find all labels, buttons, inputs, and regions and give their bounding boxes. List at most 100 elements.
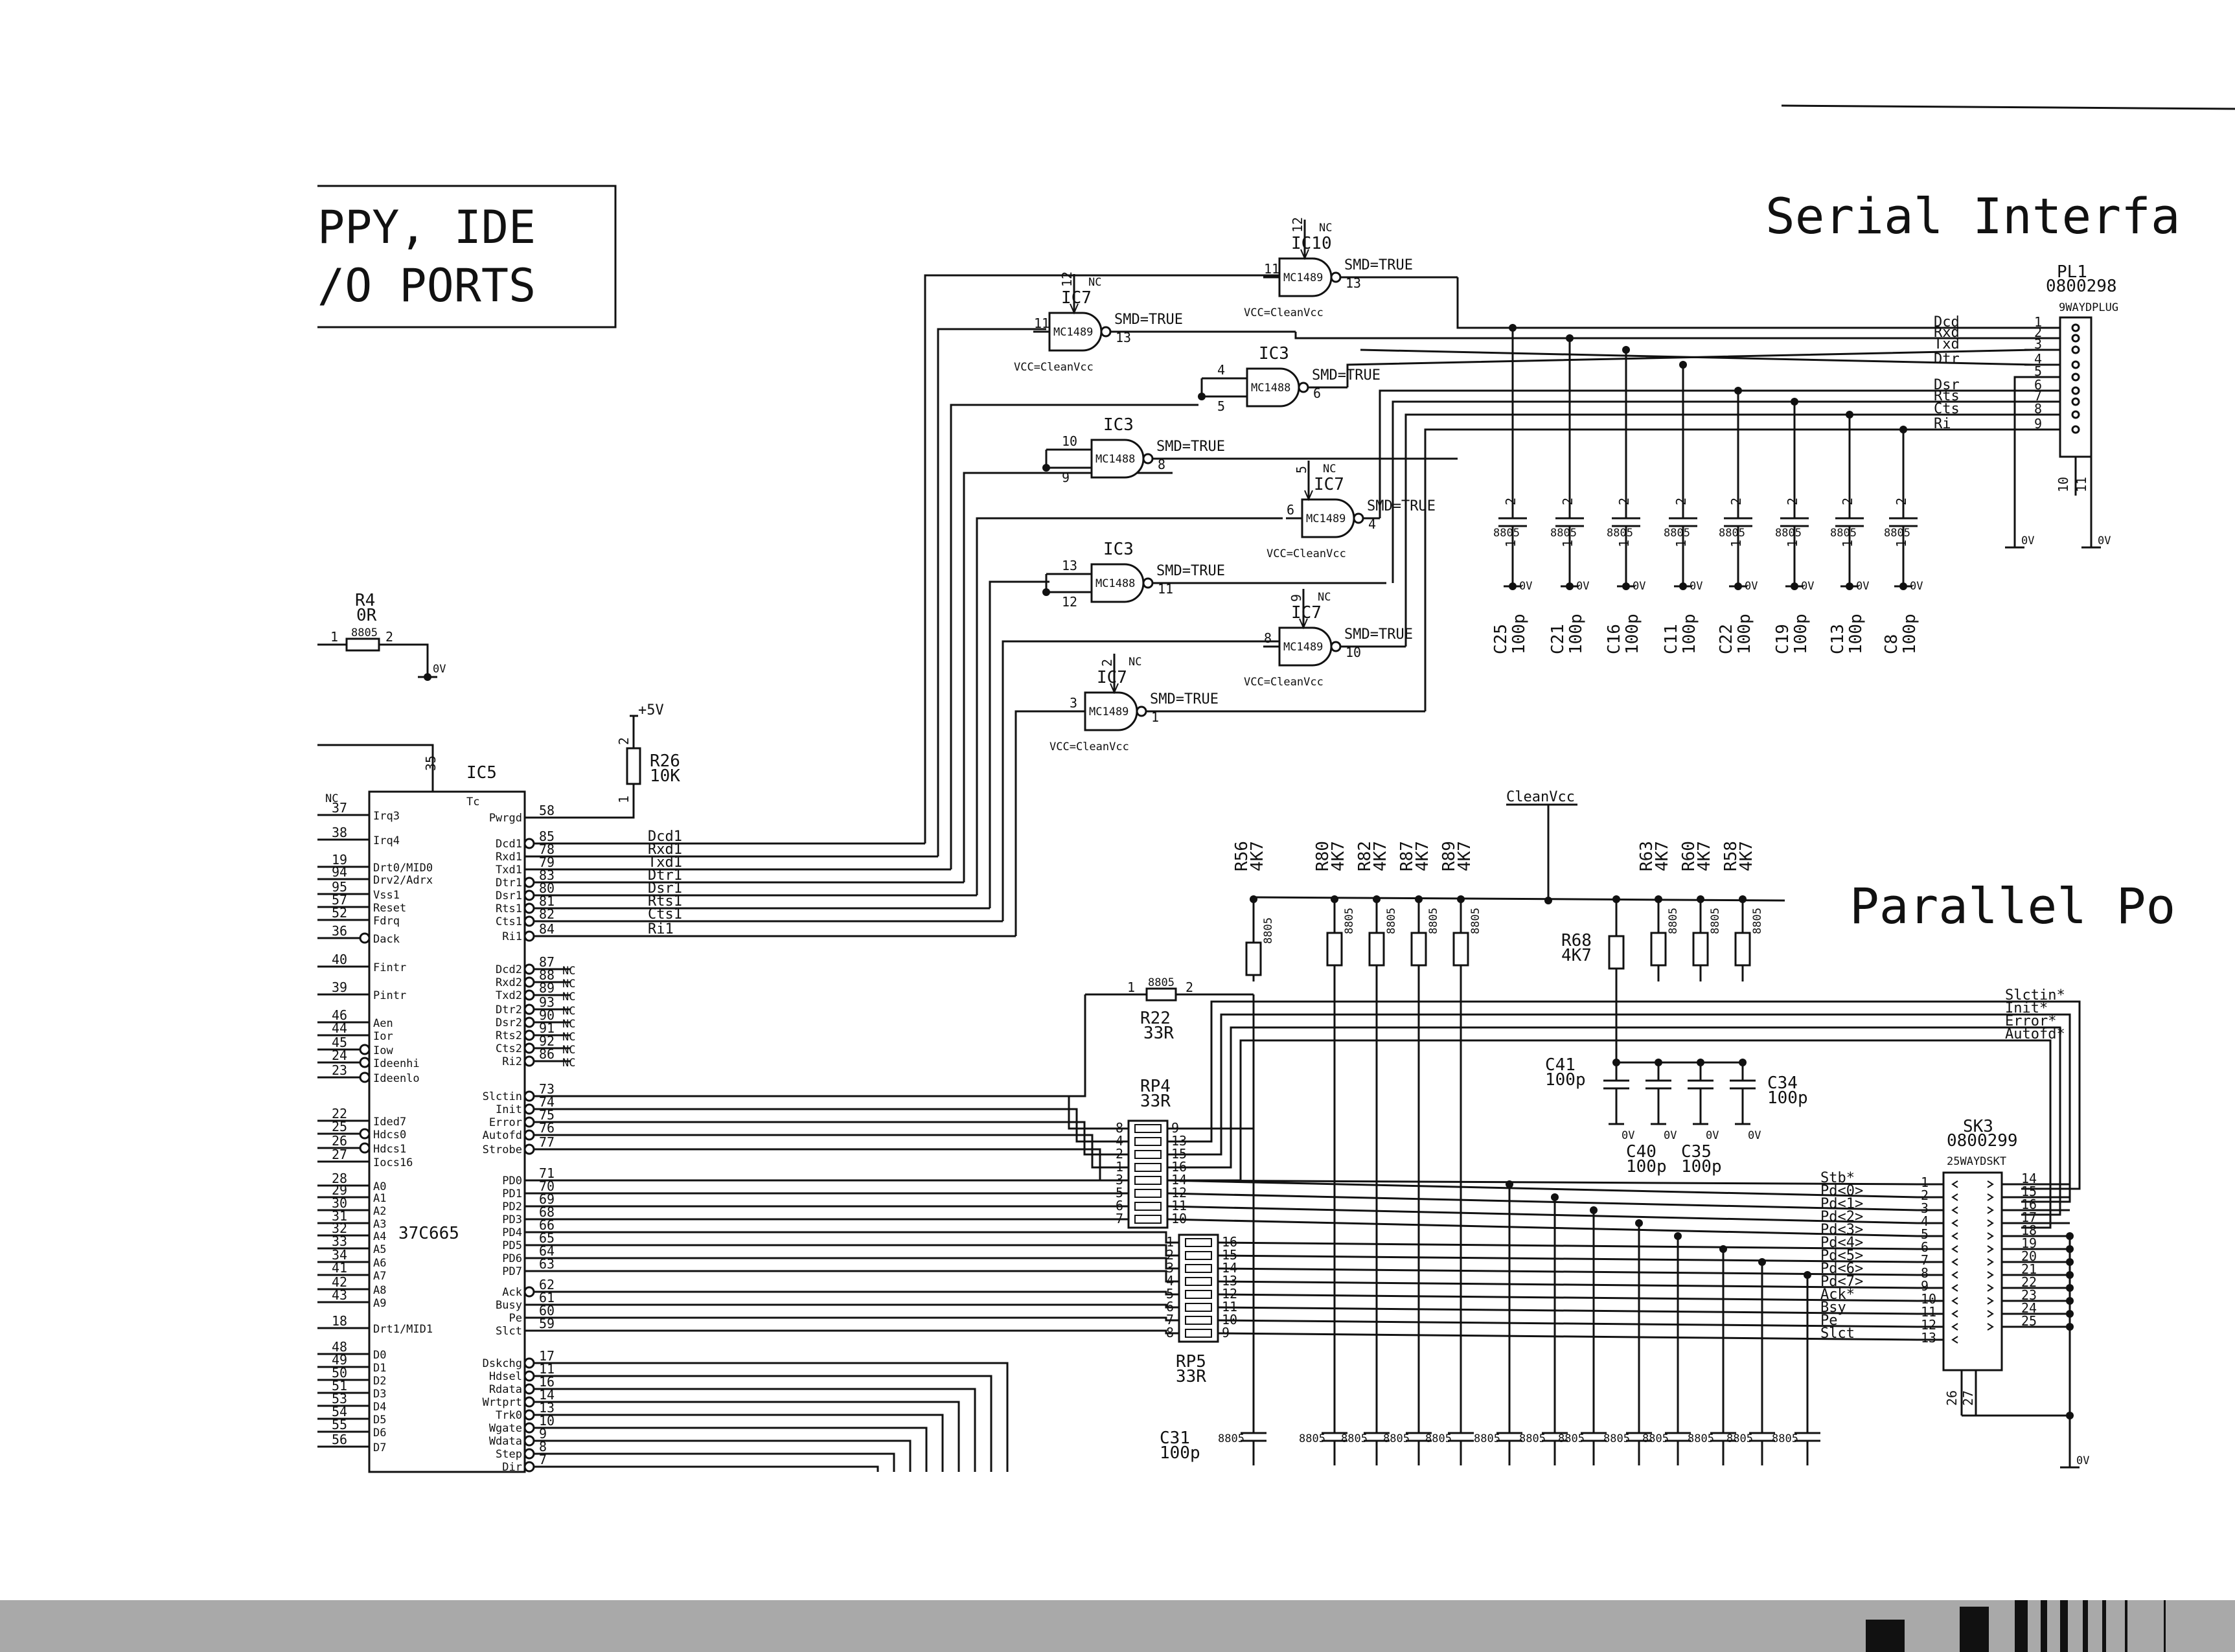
ic5-right-pin-num: 63 [539, 1256, 555, 1272]
pl1-signal-label: Txd [1934, 336, 1960, 352]
rp5-element [1185, 1251, 1212, 1260]
pl1-pin-contact [2071, 360, 2080, 369]
serial-cap-ref: C11 [1662, 624, 1681, 654]
serial-out-wire [1424, 428, 2034, 711]
ic5-left-pin-num: 57 [332, 892, 347, 908]
junction-dot [2066, 1284, 2074, 1292]
cap-code: 8805 [1664, 527, 1690, 540]
pl1-pin-num: 7 [2034, 388, 2042, 404]
gate-output-bubble [1353, 512, 1364, 524]
parallel-data-wire [1217, 1332, 1918, 1341]
section-title-parallel: Parallel Po [1850, 877, 2175, 935]
border-line [1781, 104, 2235, 110]
sk3-ref: SK3 [1963, 1117, 1993, 1136]
arrow-icon [1070, 303, 1079, 315]
ic5-left-pin-name: A1 [373, 1192, 386, 1205]
ic5-right-pin-name: Dcd2 [496, 963, 522, 976]
serial-bus-wire [963, 472, 1173, 882]
ic5-pin-bubble [523, 889, 535, 901]
pl1-ref: PL1 [2057, 262, 2087, 282]
gate-ref: IC7 [1061, 288, 1092, 308]
serial-bus-wire [989, 580, 1049, 908]
pullup-value: 4K7 [1695, 841, 1714, 871]
parallel-data-wire [1217, 1241, 1918, 1250]
ic5-left-pin-name: Ideenhi [373, 1057, 420, 1070]
ic5-left-pin-name: D2 [373, 1375, 386, 1388]
rp5-element [1185, 1329, 1212, 1338]
ic5-left-pin-num: 43 [332, 1287, 347, 1303]
serial-out-wire [1392, 400, 2034, 583]
ic5-left-pin-num: 44 [332, 1020, 347, 1036]
ic5-pin-num: 35 [423, 755, 439, 771]
ic5-pin-bubble [523, 1042, 535, 1054]
parallel-data-wire [1167, 1192, 1918, 1211]
ic5-right-pin-name: Dsr2 [496, 1016, 522, 1029]
pullup-rail [1253, 896, 1785, 902]
junction-dot [1198, 393, 1206, 400]
r22-ref: R22 [1140, 1009, 1171, 1028]
serial-bus-wire [924, 274, 1283, 843]
contact-icon [1951, 1232, 1958, 1240]
parallel-ctl-wire [570, 1108, 1129, 1143]
cap-pin: 1 [1728, 540, 1744, 547]
ic5-right-pin-name: Ri2 [502, 1055, 522, 1068]
gate-smd: SMD=TRUE [1114, 312, 1183, 328]
gate-ref: IC3 [1103, 540, 1134, 559]
ctl-cap-value: 100p [1681, 1157, 1722, 1176]
pullup-value: 4K7 [1737, 841, 1756, 871]
ic5-pin-bubble [523, 1055, 535, 1067]
ic5-pin-bubble [523, 1143, 535, 1155]
ic5-left-pin-name: Hdcs1 [373, 1143, 406, 1156]
nc-label: NC [562, 1031, 575, 1044]
pullup-ref: R60 [1679, 841, 1699, 871]
sk3-left-pin: 12 [1921, 1317, 1936, 1333]
parallel-data-wire [1167, 1218, 1918, 1237]
cap-pin: 2 [1560, 498, 1576, 505]
contact-icon [1987, 1206, 1994, 1214]
junction-dot [2066, 1297, 2074, 1305]
ic5-right-pin-num: 74 [539, 1094, 555, 1110]
r68-ref: R68 [1561, 931, 1592, 950]
parallel-ctl-wire [570, 1121, 1129, 1156]
gate-vcc: VCC=CleanVcc [1014, 361, 1094, 374]
ic5-left-pin-name: Dack [373, 933, 400, 946]
ic5-right-pin-name: Txd2 [496, 989, 522, 1002]
scan-artifact [2164, 1600, 2166, 1652]
cap-code: 8805 [1726, 1432, 1753, 1445]
cap-code: 8805 [1299, 1432, 1325, 1445]
ic5-left-pin-num: 29 [332, 1182, 347, 1198]
ic5-left-pin-num: 42 [332, 1274, 347, 1290]
sk3-shell-pin: 26 [1944, 1390, 1960, 1406]
ground-label: 0V [1690, 580, 1702, 593]
rp5-element [1185, 1316, 1212, 1325]
floppy-wire [570, 1465, 879, 1472]
cap-pin: 1 [1673, 540, 1689, 547]
ground-label: 0V [1706, 1129, 1719, 1142]
serial-out-wire [1404, 413, 2034, 647]
ic5-left-pin-name: A4 [373, 1230, 386, 1243]
ic5-right-pin-num: 59 [539, 1316, 555, 1331]
ic5-left-pin-num: 53 [332, 1391, 347, 1406]
ground-label: 0V [1633, 580, 1645, 593]
gate-ref: IC10 [1291, 234, 1332, 253]
ic5-left-pin-name: A2 [373, 1205, 386, 1218]
r26-pin2: 2 [616, 737, 632, 745]
gate-in2-pin: 5 [1217, 398, 1225, 414]
pullup-value: 4K7 [1329, 841, 1348, 871]
pullup-ref: R56 [1232, 841, 1252, 871]
ic5-left-pin-name: Vss1 [373, 889, 400, 902]
ic5-pin-bubble [523, 1435, 535, 1447]
gate-vcc: VCC=CleanVcc [1244, 306, 1324, 319]
gate-smd: SMD=TRUE [1150, 691, 1219, 707]
serial-capacitors: 0V880521C25100p0V880521C21100p0V880521C1… [1491, 324, 1923, 654]
ic5-pin-bubble [523, 963, 535, 975]
serial-bus-wire [1002, 640, 1283, 921]
ic5-right-pin-num: 78 [539, 842, 555, 857]
contact-icon [1951, 1310, 1958, 1318]
ic5-left-pin-num: 40 [332, 952, 347, 967]
ic5-pin-bubble [359, 1072, 371, 1083]
rp4-element [1134, 1189, 1162, 1198]
cap-pin: 1 [1894, 540, 1909, 547]
junction-dot [2066, 1323, 2074, 1331]
ic5-pin-bubble [523, 1029, 535, 1041]
